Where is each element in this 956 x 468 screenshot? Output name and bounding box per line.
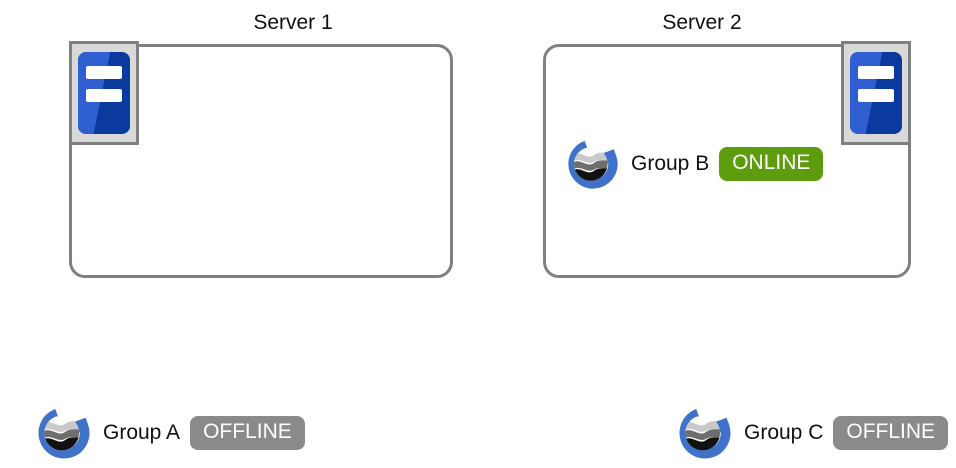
server-rack-bar-2 xyxy=(86,89,122,102)
status-badge[interactable]: OFFLINE xyxy=(833,415,949,451)
geoserver-globe-icon xyxy=(679,409,731,459)
network-connector-server-1 xyxy=(0,0,3,47)
server-1-title: Server 1 xyxy=(253,11,333,34)
geoserver-globe-icon xyxy=(568,140,618,189)
server-rack-icon xyxy=(69,41,139,145)
server-2-title: Server 2 xyxy=(662,11,742,34)
server-rack-glyph xyxy=(78,52,130,134)
group-row-group-c[interactable]: Group C OFFLINE xyxy=(676,404,949,462)
server-rack-icon xyxy=(841,41,911,145)
server-rack-bar-1 xyxy=(858,66,894,79)
group-label: Group A xyxy=(103,421,181,444)
geoserver-globe-icon xyxy=(38,409,90,459)
server-rack-glyph xyxy=(850,52,902,134)
group-row-group-b[interactable]: Group B ONLINE xyxy=(565,136,824,192)
status-badge[interactable]: ONLINE xyxy=(719,146,824,182)
status-badge[interactable]: OFFLINE xyxy=(190,415,305,451)
group-row-group-a[interactable]: Group A OFFLINE xyxy=(35,404,305,462)
group-label: Group C xyxy=(744,421,824,444)
server-rack-bar-1 xyxy=(86,66,122,79)
network-connector-server-2 xyxy=(0,47,3,94)
server-rack-bar-2 xyxy=(858,89,894,102)
group-label: Group B xyxy=(631,152,710,175)
